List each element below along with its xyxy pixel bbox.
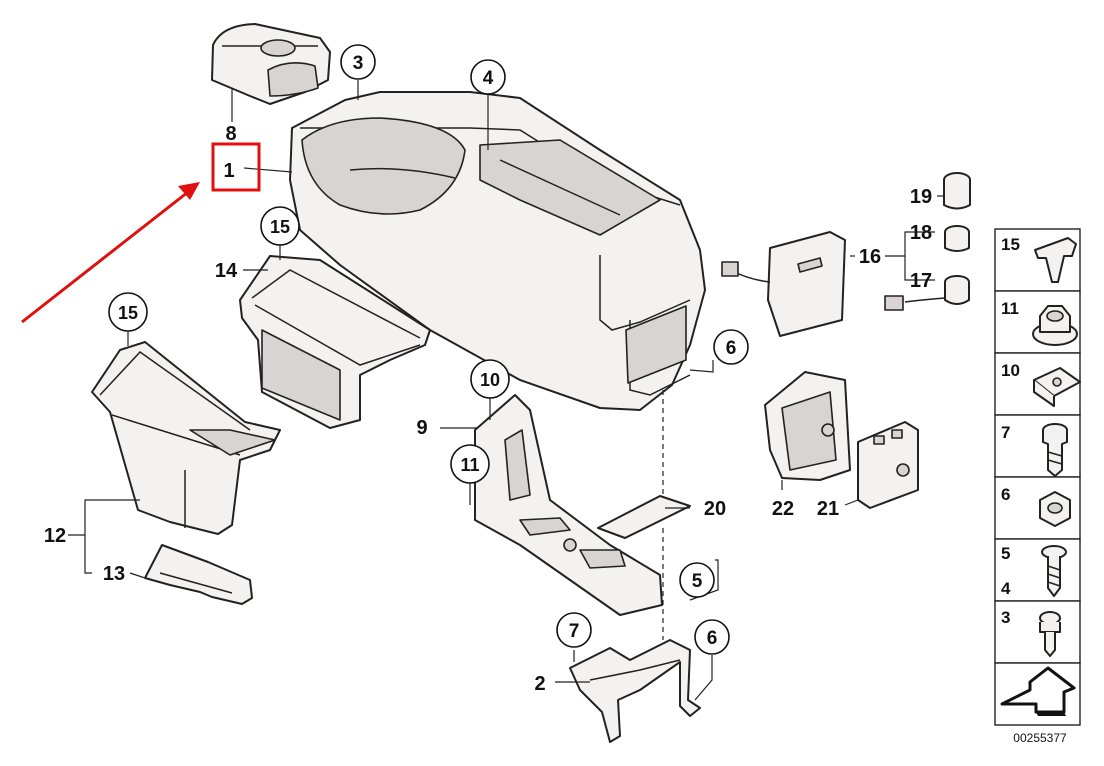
part-17-socket (884, 275, 970, 311)
clip-nut-icon (1033, 367, 1081, 407)
highlight-arrowhead (178, 182, 200, 200)
part-22-rear-vent (764, 371, 851, 481)
callout-16: 16 (859, 246, 881, 268)
callouts: 1 2 3 4 5 6 6 7 8 9 10 11 12 13 14 15 15… (44, 44, 932, 695)
callout-4: 4 (483, 68, 494, 89)
highlight-box (211, 142, 261, 192)
callout-6a: 6 (726, 338, 737, 359)
highlight-arrow (21, 190, 189, 324)
part-2-lower-bracket (569, 639, 701, 743)
hex-nut-icon (1039, 491, 1071, 527)
legend-cell-7 (994, 414, 1081, 478)
leader-lines (68, 80, 945, 701)
part-21-panel (857, 421, 919, 509)
collar-nut-icon (1032, 305, 1078, 346)
legend-label-11: 11 (1001, 299, 1019, 318)
legend-cell-3 (994, 600, 1081, 664)
callout-14: 14 (215, 260, 238, 282)
legend-label-10: 10 (1001, 361, 1020, 380)
callout-circle-15b (108, 292, 148, 332)
callout-11: 11 (460, 455, 479, 475)
part-20-plate (597, 495, 691, 539)
fastener-legend: 15 11 10 7 6 5 (994, 228, 1081, 745)
part-9-bracket (474, 394, 663, 616)
part-13-mat (144, 544, 253, 605)
part-14-tray (239, 255, 431, 429)
part-8-cupholder (211, 23, 331, 105)
callout-3: 3 (353, 53, 364, 74)
callout-circle-10 (470, 359, 510, 399)
callout-7: 7 (569, 621, 580, 642)
legend-label-3: 3 (1001, 608, 1010, 627)
part-18-socket-cap (944, 225, 970, 252)
callout-2: 2 (534, 673, 545, 695)
callout-13: 13 (103, 563, 125, 585)
part-12-storage-compartment (91, 341, 281, 535)
expanding-rivet-icon (1039, 611, 1061, 657)
part-1-center-console (289, 91, 706, 411)
forward-arrow-icon (1000, 666, 1076, 716)
callout-circle-7 (556, 612, 592, 648)
screw-icon (1042, 423, 1068, 477)
part-16-socket-cover (721, 231, 846, 337)
callout-15a: 15 (270, 217, 290, 237)
legend-label-5: 5 (1001, 544, 1010, 563)
callout-8: 8 (225, 123, 236, 145)
callout-17: 17 (910, 270, 932, 292)
callout-circle-4 (470, 59, 506, 95)
washer-screw-icon (1041, 545, 1067, 597)
legend-label-4: 4 (1001, 579, 1011, 598)
callout-10: 10 (480, 370, 500, 390)
diagram-number: 00255377 (1013, 731, 1067, 745)
callout-5: 5 (692, 571, 703, 592)
legend-label-6: 6 (1001, 485, 1010, 504)
callout-circle-3 (340, 44, 376, 80)
callout-circle-15a (260, 206, 300, 246)
clip-icon (1034, 237, 1077, 283)
legend-label-7: 7 (1001, 423, 1010, 442)
callout-21: 21 (817, 498, 839, 520)
callout-1: 1 (223, 160, 234, 182)
callout-22: 22 (772, 498, 794, 520)
callout-18: 18 (910, 222, 932, 244)
callout-circle-11 (450, 444, 490, 484)
callout-20: 20 (704, 498, 726, 520)
part-19-lighter (943, 172, 971, 210)
callout-6b: 6 (707, 628, 718, 649)
callout-19: 19 (910, 186, 932, 208)
callout-12: 12 (44, 525, 66, 547)
legend-label-15: 15 (1001, 235, 1020, 254)
callout-circle-5 (679, 562, 715, 598)
callout-circle-6a (713, 329, 749, 365)
highlight-callout (21, 142, 261, 324)
callout-9: 9 (416, 417, 427, 439)
callout-15b: 15 (118, 303, 138, 323)
callout-circle-6b (694, 619, 730, 655)
